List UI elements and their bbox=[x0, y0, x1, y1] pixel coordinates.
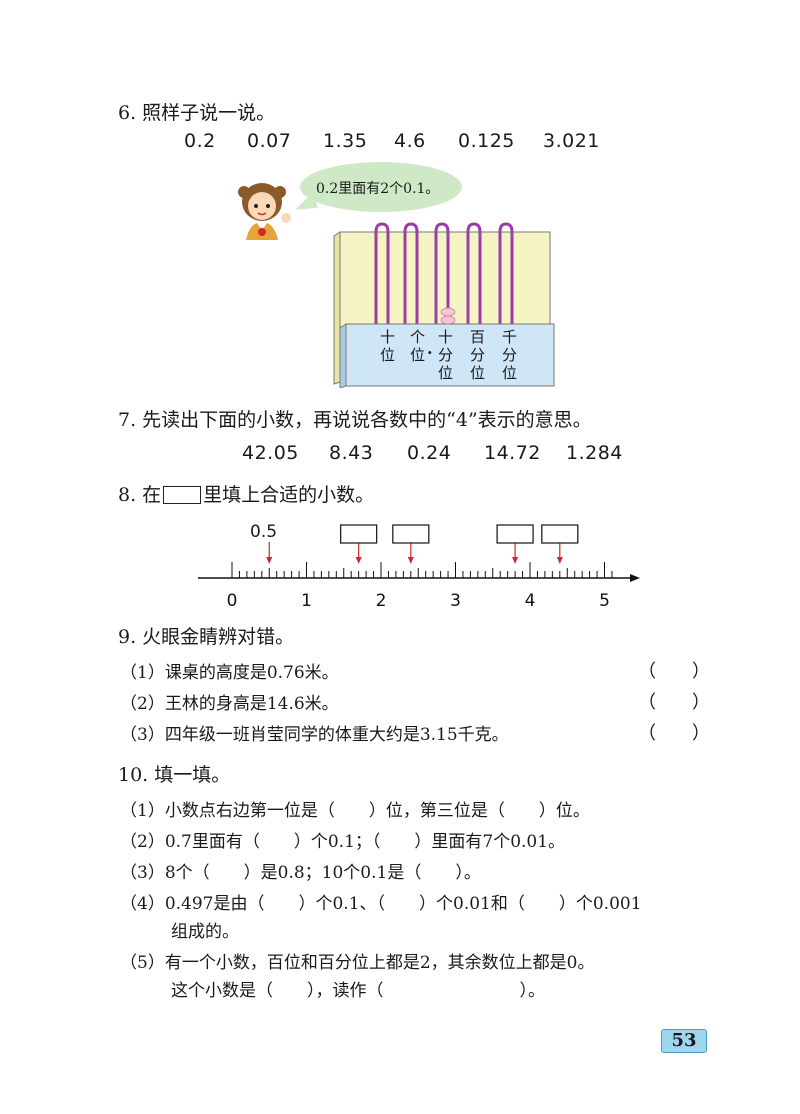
speech-bubble bbox=[300, 162, 462, 212]
counter-bead bbox=[440, 315, 456, 325]
q10-line-3: （3）8个（ ）是0.8；10个0.1是（ ）。 bbox=[120, 863, 481, 883]
q6-number: 1.35 bbox=[323, 130, 368, 152]
q6-number: 0.125 bbox=[458, 130, 515, 152]
place-label-tens: 十 位 bbox=[380, 328, 396, 364]
marker-arrow-head bbox=[407, 557, 414, 564]
q10-line-4b: 组成的。 bbox=[120, 922, 239, 942]
q8-title: 8. 在 里填上合适的小数。 bbox=[118, 480, 374, 507]
counter-bead bbox=[440, 307, 456, 317]
counter-rod bbox=[434, 222, 450, 328]
q8-title-after: 里填上合适的小数。 bbox=[203, 484, 375, 506]
q6-number: 0.07 bbox=[247, 130, 292, 152]
counter-rods bbox=[374, 222, 514, 328]
q6-number: 4.6 bbox=[394, 130, 426, 152]
number-line-label: 1 bbox=[301, 591, 312, 610]
q9-item-3: （3）四年级一班肖莹同学的体重大约是3.15千克。 bbox=[120, 725, 509, 745]
counter-rod bbox=[403, 222, 419, 328]
place-label-hundredths: 百 分 位 bbox=[470, 328, 486, 382]
q8-title-before: 8. 在 bbox=[118, 484, 162, 506]
place-value-counter bbox=[333, 222, 555, 388]
place-label-tenths: 十 分 位 bbox=[438, 328, 454, 382]
answer-box bbox=[541, 524, 579, 544]
q10-line-5b: 这个小数是（ ），读作（ ）。 bbox=[120, 981, 545, 1001]
q9-item-2: （2）王林的身高是14.6米。 bbox=[120, 694, 339, 714]
q8-example-label: 0.5 bbox=[250, 522, 278, 542]
number-line-label: 0 bbox=[227, 591, 238, 610]
q6-number: 3.021 bbox=[543, 130, 600, 152]
page-number: 53 bbox=[661, 1029, 707, 1053]
speech-bubble-text: 0.2里面有2个0.1。 bbox=[316, 181, 440, 197]
number-line-label: 4 bbox=[525, 591, 536, 610]
counter-rod bbox=[498, 222, 514, 328]
q10-line-5: （5）有一个小数，百位和百分位上都是2，其余数位上都是0。 bbox=[120, 953, 595, 973]
q7-number: 42.05 bbox=[242, 442, 299, 464]
counter-rod bbox=[374, 222, 390, 328]
place-label-thousandths: 千 分 位 bbox=[502, 328, 518, 382]
answer-box bbox=[496, 524, 534, 544]
marker-arrow-head bbox=[556, 557, 563, 564]
q7-number: 8.43 bbox=[329, 442, 374, 464]
answer-box bbox=[392, 524, 430, 544]
marker-arrow-head bbox=[266, 557, 273, 564]
q9-answer-1[interactable]: （ ） bbox=[638, 661, 710, 682]
q8-title-box bbox=[163, 486, 202, 504]
q9-answer-2[interactable]: （ ） bbox=[638, 692, 710, 713]
number-line-arrow bbox=[630, 574, 640, 582]
counter-rod bbox=[466, 222, 482, 328]
decimal-point: · bbox=[427, 343, 433, 362]
girl-illustration bbox=[238, 183, 291, 240]
q10-line-2: （2）0.7里面有（ ）个0.1；（ ）里面有7个0.01。 bbox=[120, 832, 566, 852]
q7-number: 14.72 bbox=[484, 442, 541, 464]
q7-number: 0.24 bbox=[407, 442, 452, 464]
q10-line-4: （4）0.497是由（ ）个0.1、（ ）个0.01和（ ）个0.001 bbox=[120, 894, 642, 914]
number-line-label: 3 bbox=[450, 591, 461, 610]
counter-beads bbox=[440, 307, 456, 325]
q6-number: 0.2 bbox=[184, 130, 216, 152]
q9-title: 9. 火眼金睛辨对错。 bbox=[118, 626, 295, 648]
q9-answer-3[interactable]: （ ） bbox=[638, 723, 710, 744]
number-line-label: 5 bbox=[599, 591, 610, 610]
answer-box bbox=[339, 524, 378, 544]
marker-arrow-head bbox=[355, 557, 362, 564]
q9-item-1: （1）课桌的高度是0.76米。 bbox=[120, 663, 339, 683]
q10-title: 10. 填一填。 bbox=[118, 764, 231, 786]
q7-title: 7. 先读出下面的小数，再说说各数中的“4”表示的意思。 bbox=[118, 409, 592, 431]
q6-title: 6. 照样子说一说。 bbox=[118, 102, 276, 124]
number-line-label: 2 bbox=[376, 591, 387, 610]
q10-line-1: （1）小数点右边第一位是（ ）位，第三位是（ ）位。 bbox=[120, 801, 590, 821]
q7-number: 1.284 bbox=[566, 442, 623, 464]
marker-arrow-head bbox=[512, 557, 519, 564]
number-line: 0 1 2 3 4 5 bbox=[198, 524, 640, 610]
place-label-ones: 个 位 bbox=[410, 328, 426, 364]
